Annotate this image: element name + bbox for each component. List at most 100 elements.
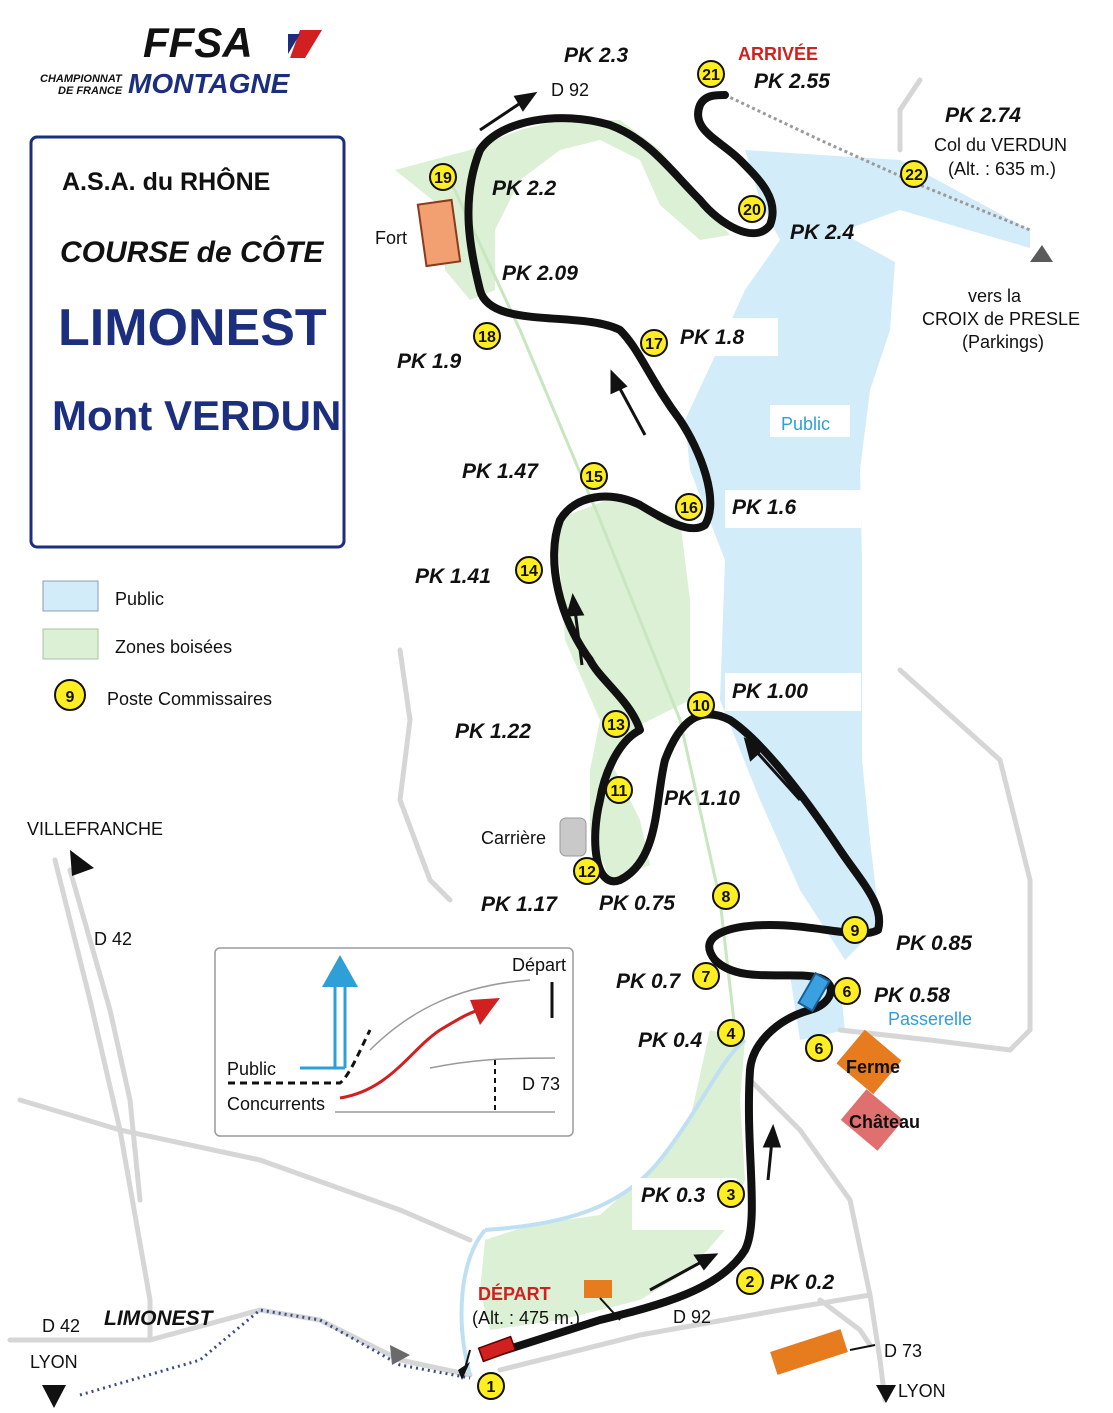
pk-marker: PK 0.3 [641, 1184, 706, 1207]
pk-marker: PK 2.3 [564, 44, 629, 67]
pk-marker: PK 2.4 [790, 221, 855, 244]
svg-text:6: 6 [843, 984, 852, 1001]
road-villefranche-lower [17, 1097, 473, 1243]
pk-label-backgrounds [632, 318, 861, 1230]
pk-marker: PK 2.74 [945, 104, 1021, 127]
pk-marker: PK 2.09 [502, 262, 578, 285]
road-label-d92-bottom: D 92 [673, 1307, 711, 1327]
svg-text:2: 2 [746, 1274, 755, 1291]
svg-text:21: 21 [702, 67, 720, 84]
chateau-building [840, 1089, 904, 1151]
woods-zone-bottom [480, 1030, 745, 1330]
ferme-label: Ferme [846, 1057, 900, 1077]
inset-d73-label: D 73 [522, 1074, 560, 1094]
post-marker: 10 [687, 691, 715, 719]
pk-marker: PK 1.00 [732, 680, 808, 703]
limonest-label: LIMONEST [104, 1307, 215, 1330]
depart-building-link [599, 1297, 621, 1321]
svg-text:22: 22 [905, 167, 923, 184]
post-marker: 11 [605, 776, 633, 804]
arrow-croix-de-presle [1030, 245, 1053, 262]
pk-marker: PK 0.75 [599, 892, 675, 915]
title-box [29, 135, 346, 549]
pk-marker: PK 2.55 [754, 70, 830, 93]
pk-marker: PK 0.85 [896, 932, 972, 955]
inset-public-label: Public [227, 1059, 276, 1079]
post-marker: 15 [580, 462, 608, 490]
svg-text:8: 8 [722, 889, 731, 906]
inset-frame [214, 947, 574, 1137]
post-marker: 19 [429, 163, 457, 191]
post-marker: 13 [602, 710, 630, 738]
svg-text:9: 9 [851, 923, 860, 940]
svg-text:3: 3 [727, 1187, 736, 1204]
post-marker: 1 [477, 1372, 505, 1400]
legend-public-swatch [42, 580, 99, 612]
inset-road-top [369, 979, 531, 1051]
post-marker: 22 [900, 160, 928, 188]
pk-marker: PK 2.2 [492, 177, 557, 200]
arrivee-label: ARRIVÉE [738, 43, 818, 64]
road-col [897, 77, 923, 153]
arrow-lyon-right [876, 1385, 896, 1403]
fort-label: Fort [375, 228, 407, 248]
pk-marker: PK 0.58 [874, 984, 950, 1007]
title-event: COURSE de CÔTE [60, 235, 324, 269]
post-marker: 9 [841, 916, 869, 944]
logo-brand: FFSA [143, 19, 253, 66]
post-marker: 4 [717, 1019, 745, 1047]
chateau-label: Château [849, 1112, 920, 1132]
stream-lower [484, 1038, 747, 1232]
croix-label-1: vers la [968, 286, 1022, 306]
post-marker: 18 [473, 322, 501, 350]
pk-marker: PK 1.22 [455, 720, 531, 743]
post-marker: 6 [833, 977, 861, 1005]
pk-marker: PK 1.6 [732, 496, 797, 519]
villefranche-label: VILLEFRANCHE [27, 819, 163, 839]
post-marker: 7 [692, 962, 720, 990]
svg-text:10: 10 [692, 698, 710, 715]
passerelle-label: Passerelle [888, 1009, 972, 1029]
road-east-loop [747, 1077, 873, 1298]
arrow-lyon-left [42, 1385, 66, 1408]
legend-woods-swatch [42, 628, 99, 660]
d73-building-link [849, 1344, 876, 1351]
svg-text:20: 20 [743, 202, 761, 219]
pk-marker: PK 1.8 [680, 326, 745, 349]
inset-diagram: Départ Public Concurrents D 73 [214, 947, 574, 1137]
road-limonest-lyon [7, 1307, 473, 1378]
title-hill: Mont VERDUN [52, 392, 341, 439]
road-west [397, 647, 453, 903]
road-ferme [817, 1297, 873, 1348]
pk-marker: PK 0.7 [616, 970, 682, 993]
legend-post-number: 9 [66, 689, 75, 706]
svg-text:12: 12 [578, 864, 596, 881]
inset-concurrents-red [339, 1006, 486, 1100]
svg-text:16: 16 [680, 500, 698, 517]
public-zone-label: Public [781, 414, 830, 434]
road-passerelle [837, 667, 1033, 1053]
svg-text:14: 14 [520, 563, 538, 580]
road-label-d92-top: D 92 [551, 80, 589, 100]
croix-label-3: (Parkings) [962, 332, 1044, 352]
svg-text:7: 7 [702, 969, 711, 986]
inset-depart-label: Départ [512, 955, 566, 975]
legend-woods-label: Zones boisées [115, 637, 232, 657]
pk-marker: PK 1.41 [415, 565, 491, 588]
col-name-label: Col du VERDUN [934, 135, 1067, 155]
inset-public-arrowhead [322, 955, 358, 987]
public-path-limonest [79, 1308, 471, 1397]
road-label-d42-lower: D 42 [42, 1316, 80, 1336]
pk-marker: PK 0.4 [638, 1029, 703, 1052]
logo-flag-mark-blue [288, 34, 300, 54]
lyon-left-label: LYON [30, 1352, 78, 1372]
public-zone-area [685, 150, 1030, 960]
race-track [464, 91, 884, 1359]
legend-post-icon [54, 679, 86, 711]
road-d42-branch [67, 867, 143, 1203]
post-marker: 2 [736, 1267, 764, 1295]
svg-text:17: 17 [645, 336, 663, 353]
road-d73-south [867, 1292, 888, 1403]
inset-concurrents-label: Concurrents [227, 1094, 325, 1114]
